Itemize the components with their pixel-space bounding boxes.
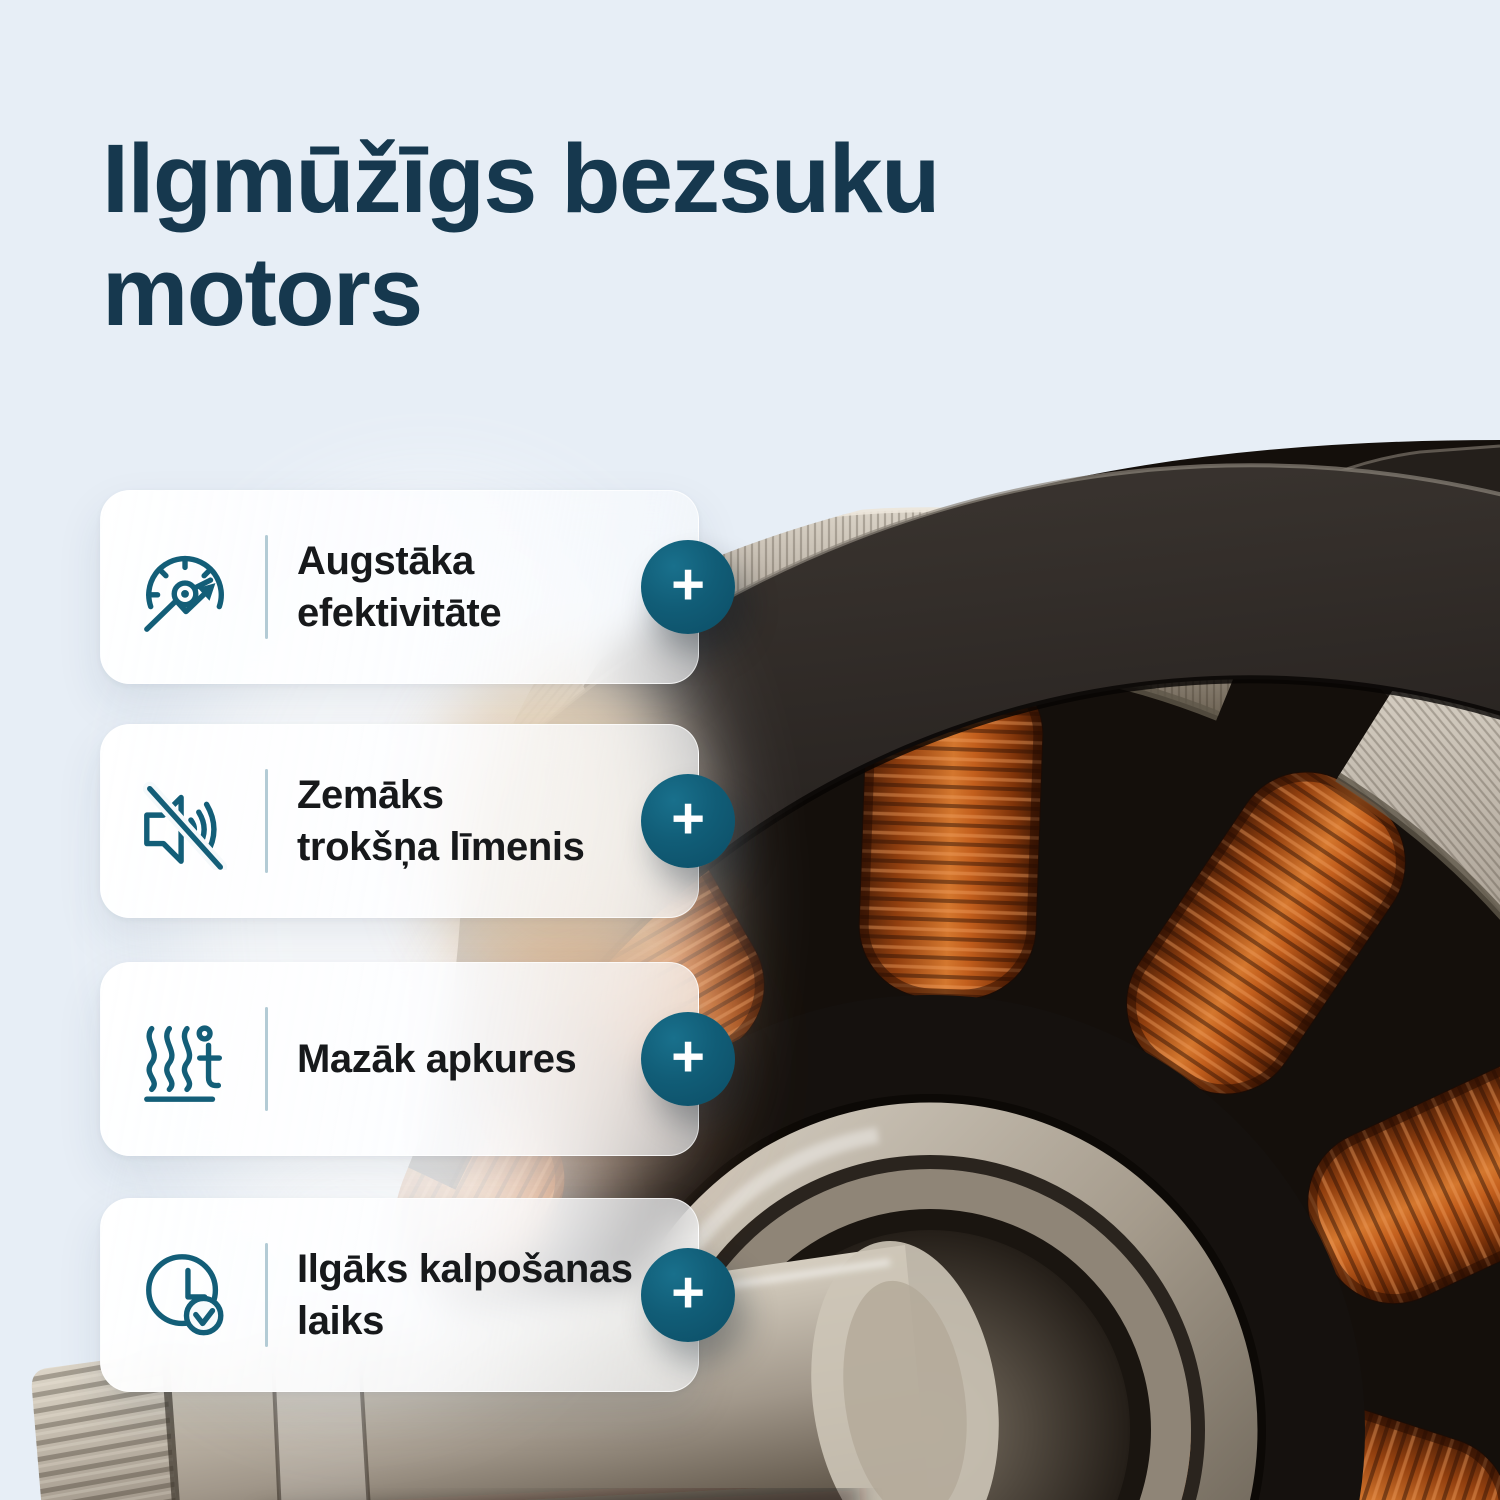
feature-card-heating[interactable]: Mazāk apkures +	[100, 962, 735, 1156]
feature-label: Zemāks trokšņa līmenis	[297, 773, 585, 869]
expand-lifespan-button[interactable]: +	[641, 1248, 735, 1342]
feature-card-efficiency[interactable]: Augstāka efektivitāte +	[100, 490, 735, 684]
feature-label: Ilgāks kalpošanas laiks	[297, 1247, 633, 1343]
page-title-line1: Ilgmūžīgs bezsuku	[102, 123, 940, 233]
card-divider	[265, 535, 268, 639]
expand-efficiency-button[interactable]: +	[641, 540, 735, 634]
speaker-muted-icon	[137, 772, 235, 874]
expand-heating-button[interactable]: +	[641, 1012, 735, 1106]
feature-card-noise[interactable]: Zemāks trokšņa līmenis +	[100, 724, 735, 918]
gauge-arrow-icon	[137, 538, 235, 636]
plus-icon: +	[671, 1023, 705, 1089]
plus-icon: +	[671, 551, 705, 617]
feature-label: Augstāka efektivitāte	[297, 539, 502, 635]
plus-icon: +	[671, 1259, 705, 1325]
feature-card-lifespan[interactable]: Ilgāks kalpošanas laiks +	[100, 1198, 735, 1392]
card-divider	[265, 1243, 268, 1347]
heat-temperature-icon	[137, 1010, 235, 1108]
card-divider	[265, 1007, 268, 1111]
clock-check-icon	[137, 1246, 235, 1344]
feature-label: Mazāk apkures	[297, 1037, 577, 1081]
page-title-line2: motors	[102, 236, 423, 346]
plus-icon: +	[671, 785, 705, 851]
page-title: Ilgmūžīgs bezsuku motors	[102, 123, 940, 348]
card-divider	[265, 769, 268, 873]
expand-noise-button[interactable]: +	[641, 774, 735, 868]
